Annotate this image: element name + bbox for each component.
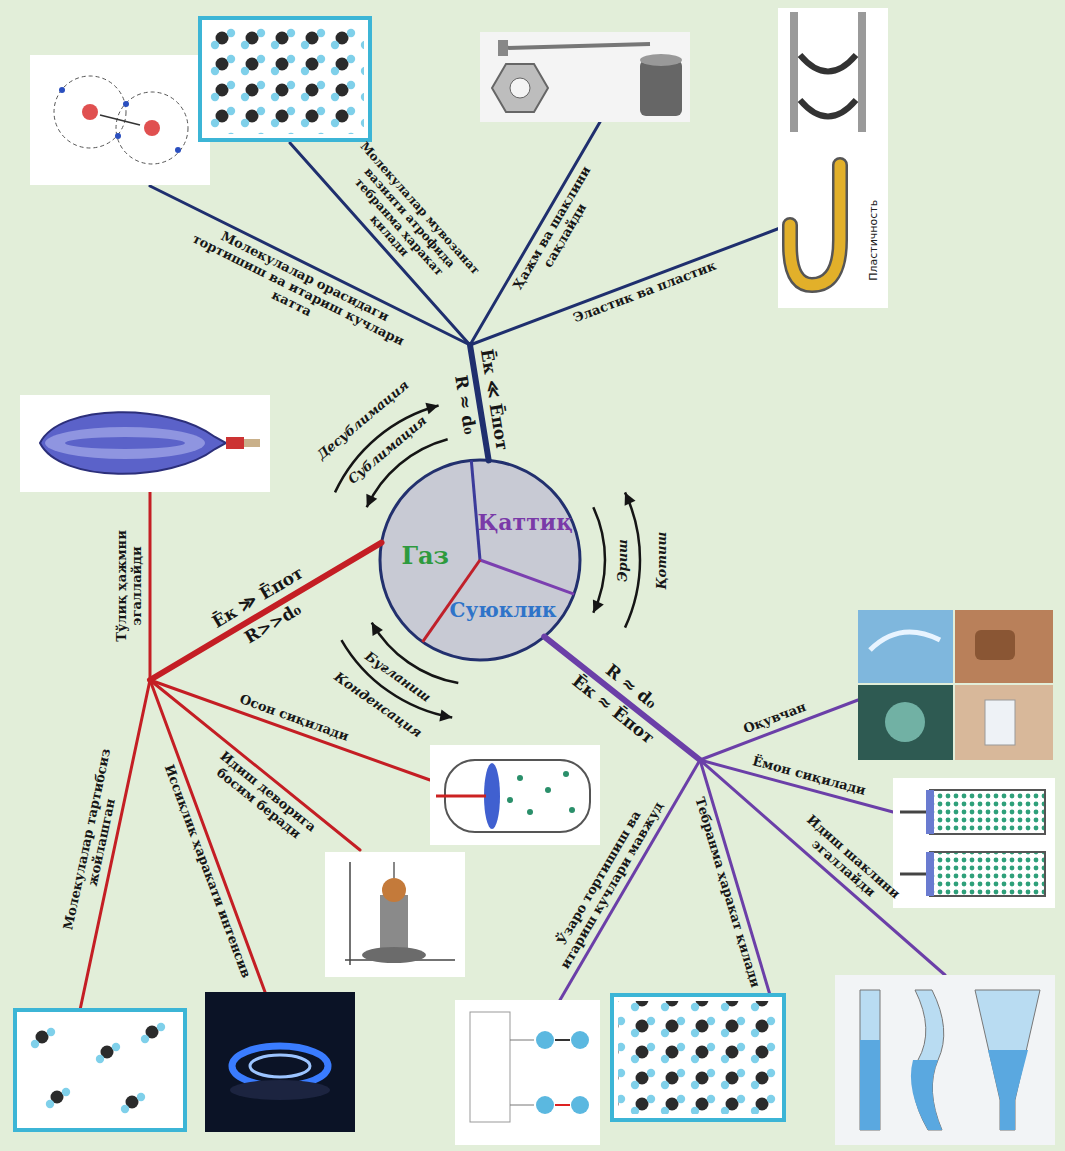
transition-label: Эриш: [615, 539, 630, 582]
branch-label: Идиш деворига босим беради: [196, 739, 331, 857]
vessel-shapes-picture: [835, 975, 1055, 1145]
state-sector: Газ: [402, 541, 449, 570]
branch-label: Оқувчан: [720, 692, 828, 745]
transition-label: Қотиш: [655, 531, 670, 588]
state-sector: Қаттиқ: [478, 509, 573, 535]
gas-burner-picture: [205, 992, 355, 1132]
molecule-interaction-picture: [455, 1000, 600, 1145]
arc-line: [593, 507, 605, 613]
branch-label: Молекулалар мувозанат вазияти атрофида т…: [324, 137, 485, 308]
arrow-head: [593, 599, 604, 612]
branch-label: Тебранма ҳаракат қилади: [691, 795, 762, 991]
balloon-picture: [20, 395, 270, 492]
branch-label: Ўзаро тортишиш ва итариш кучлари мавжуд: [540, 784, 672, 980]
state-sector: Суюклик: [450, 598, 557, 622]
branch-label: Тўлиқ ҳажмни эгаллайди: [115, 501, 145, 671]
state-name: Газ: [402, 541, 449, 570]
arc-line: [341, 640, 452, 718]
state-name: Қаттиқ: [478, 509, 573, 535]
arrow-head: [372, 623, 383, 636]
liquid-molecules-picture: [612, 995, 784, 1120]
gas-molecules-picture: [15, 1010, 185, 1130]
arrow-head: [425, 403, 438, 415]
branch-label: Осон сиқилади: [221, 686, 367, 751]
arrow-head: [625, 492, 636, 505]
plasticity-picture: [778, 8, 888, 308]
branch-label: Молекулалар тартибсиз жойлашган: [53, 706, 138, 976]
state-circle: [380, 460, 580, 660]
branch-label: Идиш шаклини эгаллайди: [763, 786, 933, 940]
branch-label: Эластик ва пластик: [549, 250, 741, 335]
branch-label: R ≈ d₀: [448, 364, 480, 446]
gas-piston-picture: [430, 745, 600, 845]
liquid-piston-picture: [893, 778, 1055, 908]
branch-label: Ēк ≪ Ēпот: [476, 344, 513, 456]
picture-caption: Пластичность: [868, 185, 881, 295]
state-name: Суюклик: [450, 598, 557, 622]
bolt-nut-picture: [480, 32, 690, 122]
branch-label: Ёмон сиқилади: [740, 751, 879, 802]
molecule-forces-picture: [30, 55, 210, 185]
arc-line: [335, 405, 439, 492]
crystal-lattice-picture: [200, 18, 370, 140]
arrow-head: [366, 494, 377, 507]
gas-device-picture: [325, 852, 465, 977]
transition-arrow: [335, 403, 439, 493]
fluidity-photos: [858, 610, 1053, 760]
transition-arrow: [593, 507, 605, 613]
branch-label: Ҳажм ва шаклини сақлайди: [495, 138, 622, 326]
arrow-head: [439, 710, 452, 722]
